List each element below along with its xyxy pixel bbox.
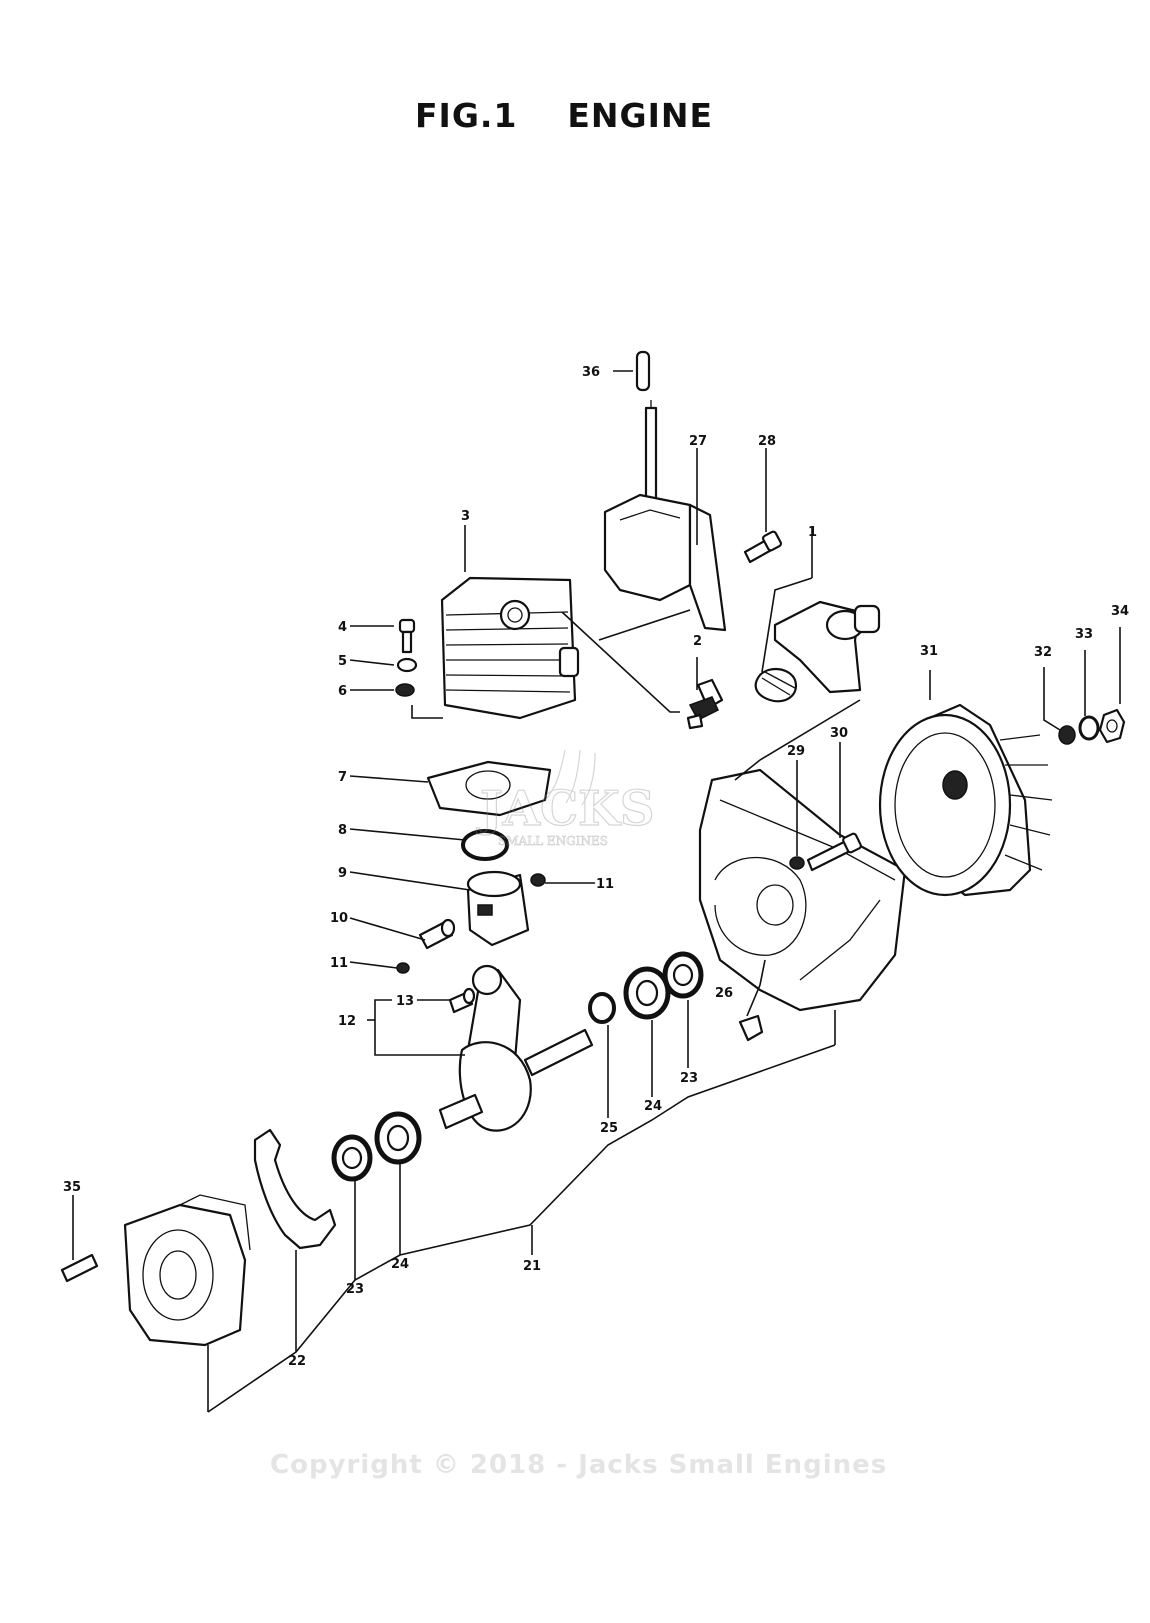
part-8-piston-ring <box>461 829 509 861</box>
logo-sub-text: SMALL ENGINES <box>498 834 608 848</box>
part-23-bearing-left <box>331 1134 373 1182</box>
part-34-nut <box>1098 708 1126 744</box>
part-1-spring-bracket <box>754 600 881 703</box>
part-27-insulator <box>603 400 727 632</box>
part-25-oil-seal <box>588 992 616 1024</box>
callout-10: 10 <box>330 911 348 926</box>
callout-13: 13 <box>396 994 414 1009</box>
callout-12: 12 <box>338 1014 356 1029</box>
callout-23-right: 23 <box>680 1071 698 1086</box>
callout-11-left: 11 <box>330 956 348 971</box>
part-13-needle-bearing <box>448 987 476 1014</box>
part-30-bolt <box>806 832 862 872</box>
part-5-washer <box>396 657 418 673</box>
callout-3: 3 <box>461 509 470 524</box>
callout-23-left: 23 <box>346 1282 364 1297</box>
part-36-pin <box>635 350 651 392</box>
part-22-gasket <box>253 1128 337 1250</box>
part-4-bolt <box>398 618 416 654</box>
part-2-spark-plug <box>686 678 724 730</box>
callout-4: 4 <box>338 620 347 635</box>
callout-6: 6 <box>338 684 347 699</box>
part-21-crankcase-right <box>698 768 907 1012</box>
part-6-washer <box>395 683 415 697</box>
part-35-stud <box>60 1253 99 1283</box>
callout-9: 9 <box>338 866 347 881</box>
callout-7: 7 <box>338 770 347 785</box>
callout-11-right: 11 <box>596 877 614 892</box>
callout-29: 29 <box>787 744 805 759</box>
part-9-piston <box>466 870 530 947</box>
part-12-crankshaft <box>438 964 594 1132</box>
callout-24-left: 24 <box>391 1257 409 1272</box>
part-23-bearing-right <box>662 951 704 999</box>
part-7-gasket <box>426 760 552 817</box>
part-24-bearing-right <box>623 966 671 1020</box>
callout-21: 21 <box>523 1259 541 1274</box>
callout-25: 25 <box>600 1121 618 1136</box>
callout-27: 27 <box>689 434 707 449</box>
callout-31: 31 <box>920 644 938 659</box>
callout-1: 1 <box>808 525 817 540</box>
callout-34: 34 <box>1111 604 1129 619</box>
part-28-bolt <box>743 530 782 564</box>
callout-33: 33 <box>1075 627 1093 642</box>
callout-35: 35 <box>63 1180 81 1195</box>
part-10-piston-pin <box>418 918 456 950</box>
callout-26: 26 <box>715 986 733 1001</box>
callout-8: 8 <box>338 823 347 838</box>
page-title: FIG.1 ENGINE <box>415 96 714 135</box>
callout-32: 32 <box>1034 645 1052 660</box>
part-31-flywheel <box>878 703 1053 897</box>
part-24-bearing-left <box>374 1111 422 1165</box>
copyright-watermark: Copyright © 2018 - Jacks Small Engines <box>270 1450 888 1480</box>
part-33-lock-washer <box>1078 715 1100 741</box>
callout-28: 28 <box>758 434 776 449</box>
logo-main-text: JACKS <box>476 781 655 837</box>
callout-labels: 36 27 28 1 3 4 5 6 2 7 8 9 11 10 11 13 1… <box>63 365 1129 1369</box>
part-3-cylinder <box>440 576 580 720</box>
callout-2: 2 <box>693 634 702 649</box>
callout-5: 5 <box>338 654 347 669</box>
callout-24-right: 24 <box>644 1099 662 1114</box>
part-29-washer <box>789 856 805 870</box>
callout-22: 22 <box>288 1354 306 1369</box>
callout-30: 30 <box>830 726 848 741</box>
leader-lines <box>72 370 1121 1413</box>
part-32-washer <box>1058 725 1076 745</box>
callout-36: 36 <box>582 365 600 380</box>
jacks-logo-watermark: JACKS SMALL ENGINES <box>475 749 655 848</box>
part-21-crankcase-left <box>123 1194 251 1347</box>
part-26-plug <box>738 1014 764 1042</box>
